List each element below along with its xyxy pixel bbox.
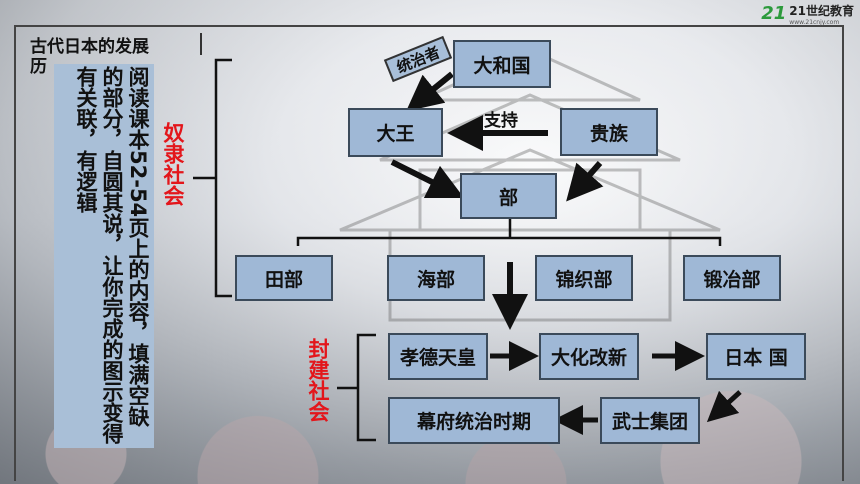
logo-text: 21世纪教育 <box>789 4 854 18</box>
node-wushi: 武士集团 <box>600 397 700 444</box>
page-title-line2: 历 <box>30 57 47 77</box>
node-tianbu: 田部 <box>235 255 333 301</box>
support-label: 支持 <box>484 111 518 131</box>
feudal-label: 封建社会 <box>306 338 330 422</box>
instruction-text: 阅读课本52-54页上的内容，填满空缺的部分，自圆其说，让你完成的图示变得有关联… <box>54 64 154 448</box>
logo-url: www.21cnjy.com <box>789 19 840 26</box>
node-dawang: 大王 <box>348 108 443 157</box>
slavery-label: 奴隶社会 <box>161 122 185 206</box>
page-title: 古代日本的发展 <box>30 37 149 57</box>
node-dahua: 大化改新 <box>539 333 639 380</box>
node-xiaode: 孝德天皇 <box>388 333 488 380</box>
node-duanyebu: 锻冶部 <box>683 255 781 301</box>
node-mufu: 幕府统治时期 <box>388 397 560 444</box>
feudal-brace <box>337 333 376 442</box>
content-frame <box>14 25 844 481</box>
node-guizu: 贵族 <box>560 108 658 156</box>
logo-text-wrap: 21世纪教育 www.21cnjy.com <box>789 0 854 26</box>
node-haibu: 海部 <box>387 255 485 301</box>
node-riben: 日本 国 <box>706 333 806 380</box>
node-jinzhibu: 锦织部 <box>535 255 633 301</box>
logo-mark: 21 <box>761 2 787 24</box>
node-bu: 部 <box>460 173 557 219</box>
node-yamato: 大和国 <box>453 40 551 88</box>
title-divider <box>200 33 202 55</box>
logo: 21 21世纪教育 www.21cnjy.com <box>761 0 854 27</box>
slavery-brace <box>193 58 232 298</box>
